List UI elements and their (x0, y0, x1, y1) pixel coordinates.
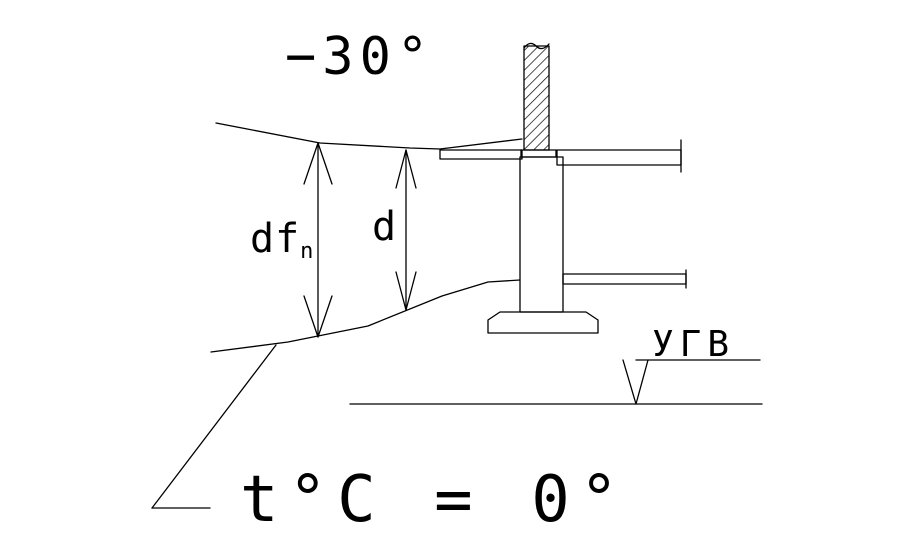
frost-boundary-line (211, 280, 520, 352)
floor-slab-right (557, 150, 681, 165)
isotherm-leader-line (152, 345, 276, 508)
design-frost-depth-label: dfn (250, 216, 314, 264)
dimension-d-arrow-top (396, 150, 416, 188)
foundation-footing (488, 312, 598, 333)
embedment-depth-label: d (372, 204, 396, 250)
dimension-d-arrow-bottom (396, 272, 416, 310)
dimension-dfn-arrow-top (304, 143, 332, 184)
dimension-dfn (304, 143, 332, 337)
ground-to-slab-line (440, 139, 522, 149)
lower-beam (563, 274, 686, 284)
zero-isotherm-label: t°C = 0° (240, 463, 628, 537)
design-frost-depth-subscript: n (300, 239, 314, 264)
floor-slab-left (440, 150, 522, 159)
column-hatched (524, 46, 549, 150)
dimension-dfn-arrow-bottom (304, 296, 332, 337)
surface-temperature-label: −30° (285, 27, 434, 87)
groundwater-triangle-marker (623, 360, 648, 404)
dimension-d (396, 150, 416, 310)
foundation-stem (520, 157, 563, 312)
slab-joint (521, 150, 556, 157)
groundwater-level-label: УГВ (652, 324, 735, 365)
column-break-mark (524, 43, 549, 48)
ground-surface-line (216, 123, 440, 149)
